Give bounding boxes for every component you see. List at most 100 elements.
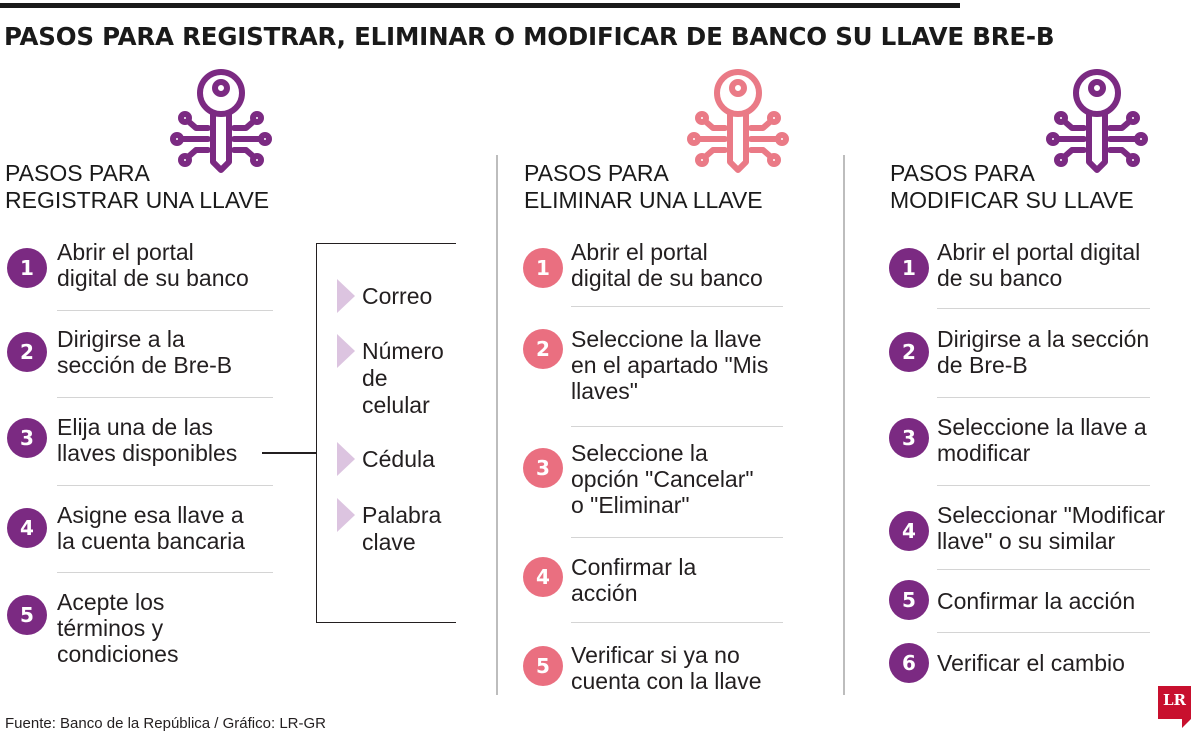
step-marker: 4: [523, 557, 563, 597]
modify-heading: PASOS PARA MODIFICAR SU LLAVE: [890, 160, 1134, 214]
step-text: Abrir el portal digital de su banco: [571, 239, 763, 291]
lr-logo: LR: [1158, 686, 1191, 728]
step-line: Confirmar la: [571, 554, 697, 580]
step-line: Elija una de las: [57, 414, 213, 440]
step-text: Verificar el cambio: [937, 650, 1125, 676]
step-line: de Bre-B: [937, 352, 1028, 378]
separator: [937, 308, 1150, 309]
register-heading: PASOS PARA REGISTRAR UNA LLAVE: [5, 160, 269, 214]
step-line: Seleccionar "Modificar: [937, 502, 1166, 528]
separator: [57, 310, 273, 311]
key-circuit-icon: [1042, 66, 1152, 176]
step-number: 2: [523, 329, 563, 369]
options-bracket: [316, 243, 456, 623]
step-line: o "Eliminar": [571, 492, 690, 518]
step-text: Asigne esa llave a la cuenta bancaria: [57, 502, 245, 554]
option-line: de: [362, 365, 388, 391]
option-line: Cédula: [362, 446, 435, 472]
step-marker: 5: [7, 595, 47, 635]
step-line: Asigne esa llave a: [57, 502, 244, 528]
triangle-bullet-icon: [337, 334, 355, 368]
delete-heading: PASOS PARA ELIMINAR UNA LLAVE: [524, 160, 763, 214]
step-line: Dirigirse a la: [57, 326, 185, 352]
step-number: 4: [523, 557, 563, 597]
step-marker: 3: [7, 418, 47, 458]
step-line: términos y: [57, 615, 164, 641]
step-line: digital de su banco: [571, 265, 763, 291]
step-text: Abrir el portal digital de su banco: [57, 239, 249, 291]
step-line: acción: [571, 580, 638, 606]
step-line: en el apartado "Mis: [571, 352, 769, 378]
step-marker: 4: [889, 511, 929, 551]
key-option: Número de celular: [337, 334, 444, 419]
step-text: Acepte los términos y condiciones: [57, 589, 178, 667]
step-text: Dirigirse a la sección de Bre-B: [937, 326, 1149, 378]
step-line: opción "Cancelar": [571, 466, 754, 492]
step-line: Confirmar la acción: [937, 588, 1136, 614]
step-text: Seleccione la llave a modificar: [937, 414, 1147, 466]
heading-line: MODIFICAR SU LLAVE: [890, 187, 1134, 213]
step-line: llaves disponibles: [57, 440, 238, 466]
key-option: Correo: [337, 279, 433, 313]
step-line: de su banco: [937, 265, 1063, 291]
step-marker: 2: [889, 332, 929, 372]
connector-line: [262, 452, 317, 454]
separator: [937, 397, 1150, 398]
step-line: llaves": [571, 378, 638, 404]
step-text: Confirmar la acción: [937, 588, 1135, 614]
step-marker: 4: [7, 508, 47, 548]
step-marker: 2: [523, 329, 563, 369]
step-number: 2: [889, 332, 929, 372]
step-marker: 1: [7, 248, 47, 288]
option-line: celular: [362, 392, 430, 418]
option-label: Palabra clave: [362, 502, 441, 556]
step-line: Verificar si ya no: [571, 642, 740, 668]
step-text: Abrir el portal digital de su banco: [937, 239, 1140, 291]
triangle-bullet-icon: [337, 442, 355, 476]
separator: [937, 569, 1150, 570]
step-number: 4: [7, 508, 47, 548]
step-line: sección de Bre-B: [57, 352, 233, 378]
step-line: Verificar el cambio: [937, 650, 1125, 676]
step-text: Seleccione la llave en el apartado "Mis …: [571, 326, 768, 404]
step-number: 3: [7, 418, 47, 458]
option-line: Correo: [362, 283, 433, 309]
separator: [57, 572, 273, 573]
separator: [57, 485, 273, 486]
column-divider: [496, 155, 498, 695]
option-line: clave: [362, 529, 416, 555]
heading-line: REGISTRAR UNA LLAVE: [5, 187, 270, 213]
option-line: Número: [362, 338, 444, 364]
heading-line: ELIMINAR UNA LLAVE: [524, 187, 763, 213]
step-line: llave" o su similar: [937, 528, 1116, 554]
step-line: cuenta con la llave: [571, 668, 762, 694]
heading-line: PASOS PARA: [5, 160, 150, 186]
step-number: 6: [889, 643, 929, 683]
step-text: Verificar si ya no cuenta con la llave: [571, 642, 762, 694]
step-line: condiciones: [57, 641, 179, 667]
top-rule: [0, 3, 960, 8]
step-line: Seleccione la: [571, 440, 708, 466]
step-line: la cuenta bancaria: [57, 528, 245, 554]
step-number: 3: [523, 448, 563, 488]
step-number: 1: [889, 248, 929, 288]
step-number: 5: [889, 580, 929, 620]
key-circuit-icon: [683, 66, 793, 176]
step-line: Abrir el portal: [571, 239, 708, 265]
heading-line: PASOS PARA: [890, 160, 1035, 186]
source-note: Fuente: Banco de la República / Gráfico:…: [5, 715, 326, 732]
key-option: Cédula: [337, 442, 435, 476]
step-marker: 5: [523, 646, 563, 686]
step-marker: 5: [889, 580, 929, 620]
step-line: Seleccione la llave a: [937, 414, 1147, 440]
step-marker: 3: [523, 448, 563, 488]
step-number: 1: [523, 248, 563, 288]
step-marker: 1: [523, 248, 563, 288]
step-line: Seleccione la llave: [571, 326, 762, 352]
page-title: PASOS PARA REGISTRAR, ELIMINAR O MODIFIC…: [4, 22, 1055, 51]
option-line: Palabra: [362, 502, 442, 528]
separator: [57, 397, 273, 398]
step-line: digital de su banco: [57, 265, 249, 291]
separator: [937, 485, 1150, 486]
option-label: Cédula: [362, 446, 435, 473]
